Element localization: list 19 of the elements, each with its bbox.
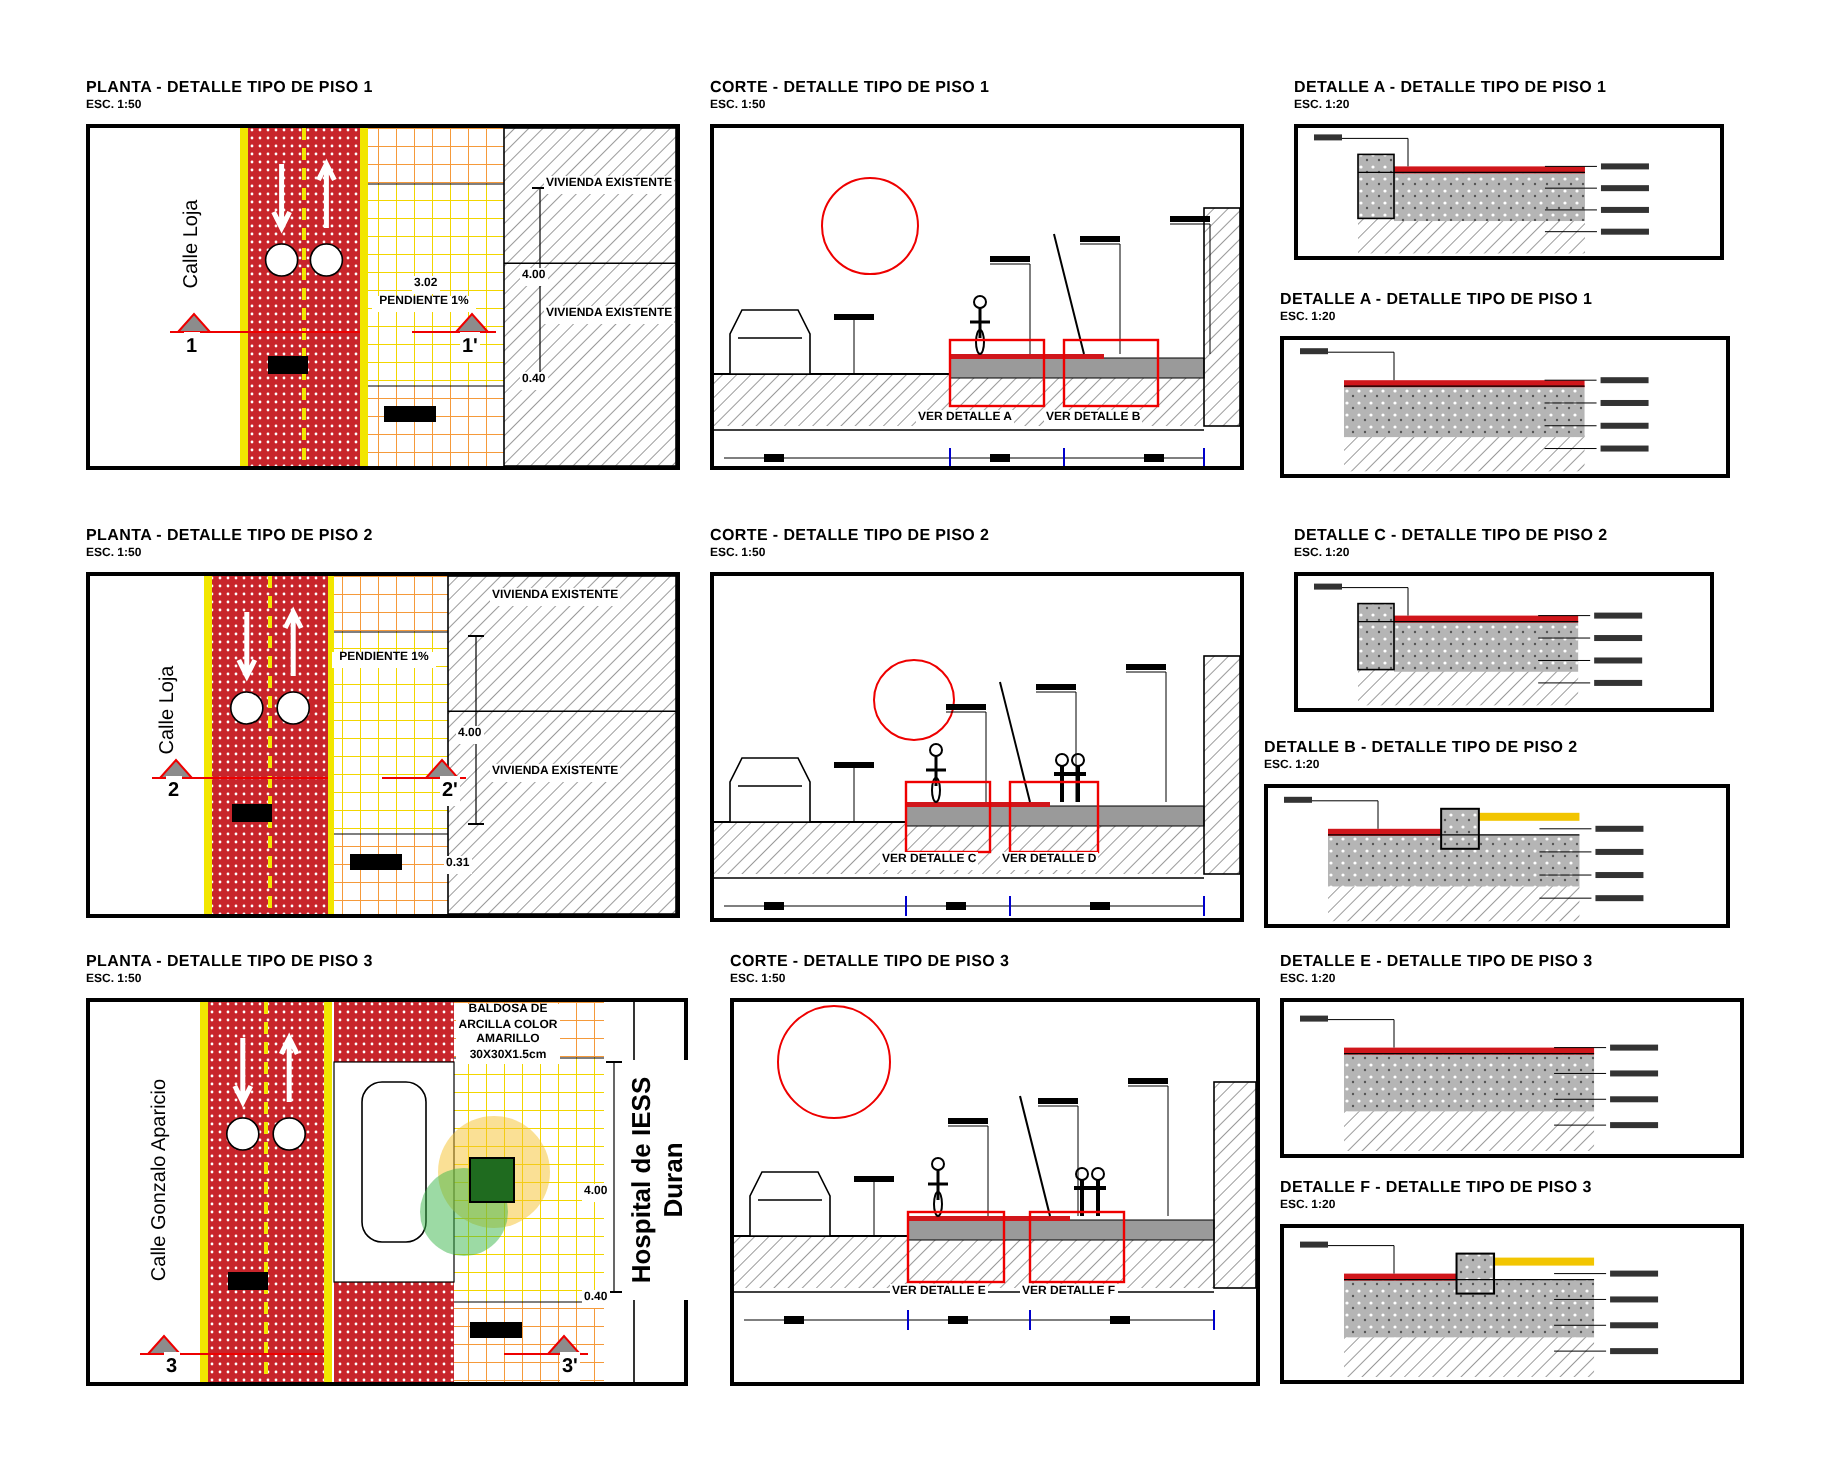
street-name: Calle Loja: [177, 197, 207, 291]
street-name: Hospital de IESS Duran: [625, 1060, 691, 1300]
panel-title: CORTE - DETALLE TIPO DE PISO 1: [710, 76, 990, 98]
drawing-label: 3': [560, 1352, 580, 1382]
panel-title: CORTE - DETALLE TIPO DE PISO 2: [710, 524, 990, 546]
drawing-label: 2': [440, 776, 460, 806]
panel-title: PLANTA - DETALLE TIPO DE PISO 1: [86, 76, 373, 98]
panel-title: DETALLE B - DETALLE TIPO DE PISO 2: [1264, 736, 1578, 758]
panel-title: CORTE - DETALLE TIPO DE PISO 3: [730, 950, 1010, 972]
panel-title: DETALLE A - DETALLE TIPO DE PISO 1: [1294, 76, 1607, 98]
panel-title: PLANTA - DETALLE TIPO DE PISO 3: [86, 950, 373, 972]
drawing-label: 1': [460, 332, 480, 362]
panel-title: DETALLE C - DETALLE TIPO DE PISO 2: [1294, 524, 1608, 546]
panel-title: DETALLE E - DETALLE TIPO DE PISO 3: [1280, 950, 1593, 972]
panel-title: DETALLE F - DETALLE TIPO DE PISO 3: [1280, 1176, 1592, 1198]
street-name: Calle Loja: [153, 663, 183, 757]
street-name: Calle Gonzalo Aparicio: [145, 1076, 175, 1284]
panel-title: DETALLE A - DETALLE TIPO DE PISO 1: [1280, 288, 1593, 310]
panel-title: PLANTA - DETALLE TIPO DE PISO 2: [86, 524, 373, 546]
